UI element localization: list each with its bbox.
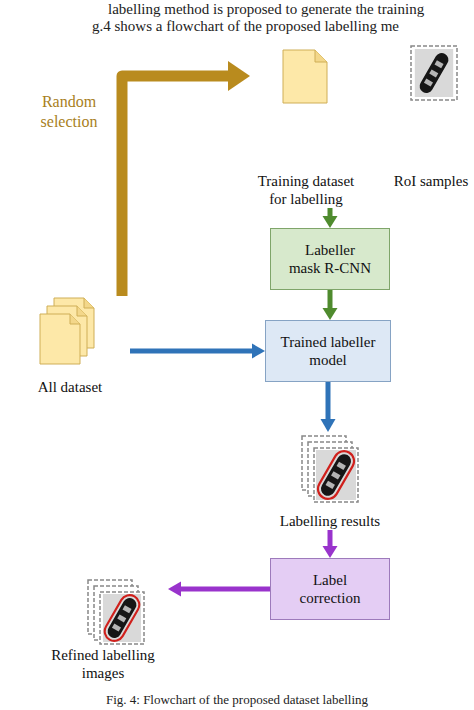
flow-arrow bbox=[321, 382, 336, 432]
node-text: Labeller mask R-CNN bbox=[283, 241, 377, 277]
roi-sample: RoI samples bbox=[388, 46, 474, 190]
arrow-head bbox=[323, 308, 338, 320]
figure-caption: Fig. 4: Flowchart of the proposed datase… bbox=[0, 692, 474, 708]
document-stack-icon bbox=[40, 298, 94, 364]
node-text: Label correction bbox=[285, 571, 375, 607]
arrow-head bbox=[252, 344, 265, 359]
document-icon bbox=[283, 50, 327, 103]
edge-label: Random selection bbox=[14, 92, 124, 132]
dataset-stack: All dataset bbox=[10, 296, 130, 396]
node-text: Training dataset for labelling bbox=[250, 172, 362, 208]
arrow-head bbox=[323, 216, 338, 228]
process-box: Labeller mask R-CNN bbox=[270, 228, 390, 290]
arrow-head bbox=[228, 61, 250, 91]
connector-line bbox=[122, 76, 229, 296]
connector-line bbox=[328, 290, 333, 309]
node-text: Labelling results bbox=[280, 512, 380, 530]
arrow-head bbox=[321, 419, 336, 432]
node-text: RoI samples bbox=[394, 172, 469, 190]
arrow-head bbox=[323, 546, 338, 558]
flow-arrow bbox=[168, 582, 270, 597]
node-text: All dataset bbox=[38, 378, 103, 396]
connector-line bbox=[326, 382, 331, 420]
labelled-image-icon bbox=[302, 436, 358, 503]
flow-arrow bbox=[323, 290, 338, 320]
dataset-document: Training dataset for labelling bbox=[250, 46, 362, 208]
connector-line bbox=[328, 530, 333, 547]
connector-line bbox=[180, 587, 270, 592]
flow-arrow bbox=[130, 344, 265, 359]
connector-line bbox=[130, 349, 253, 354]
node-text: Trained labeller model bbox=[270, 333, 386, 369]
flow-arrow bbox=[323, 208, 338, 228]
result-image: Labelling results bbox=[265, 432, 395, 530]
flow-arrow bbox=[323, 530, 338, 558]
arrow-head bbox=[168, 582, 181, 597]
body-text-fragment: g.4 shows a flowchart of the proposed la… bbox=[92, 17, 399, 35]
body-text-fragment: labelling method is proposed to generate… bbox=[108, 0, 424, 18]
node-text: Refined labelling images bbox=[38, 646, 168, 682]
roi-sample-icon bbox=[411, 46, 457, 100]
connector-line bbox=[328, 208, 333, 217]
selection-arrow bbox=[122, 61, 250, 296]
process-box: Trained labeller model bbox=[265, 320, 391, 382]
result-image: Refined labelling images bbox=[38, 578, 168, 682]
process-box: Label correction bbox=[270, 558, 390, 620]
refined-image-icon bbox=[88, 580, 144, 644]
